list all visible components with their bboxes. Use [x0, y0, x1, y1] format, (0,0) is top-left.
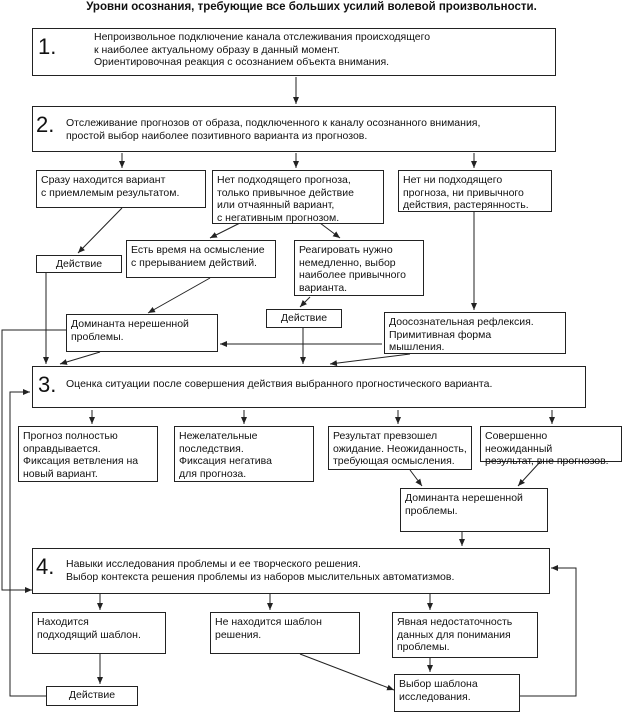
level-1-box	[32, 28, 556, 76]
unexpected-box: Совершенно неожиданный результат, вне пр…	[480, 426, 622, 467]
arrow-noforecast-to-time	[209, 222, 241, 239]
action-box-3: Действие	[46, 686, 138, 706]
level-4-box	[32, 548, 550, 594]
level-3-box	[32, 366, 586, 408]
forecast-justified-box: Прогноз полностью оправдывается. Фиксаци…	[18, 426, 158, 482]
branch-no-forecast-box: Нет подходящего прогноза, только привычн…	[212, 170, 384, 224]
loop-dominant-to-l4	[1, 329, 66, 593]
diagram-title: Уровни осознания, требующие все больших …	[86, 1, 537, 13]
loop-research-to-l4	[520, 565, 577, 697]
level-2-number: 2.	[36, 112, 55, 137]
branch-found-box: Сразу находится вариант с приемлемым рез…	[36, 170, 206, 208]
dominant-box-1: Доминанта нерешенной проблемы.	[66, 314, 218, 352]
insufficient-data-box: Явная недостаточность данных для пониман…	[392, 612, 538, 658]
template-not-found-box: Не находится шаблон решения.	[210, 612, 360, 654]
arrow-dominant-to-l3	[59, 351, 101, 365]
undesirable-box: Нежелательные последствия. Фиксация нега…	[174, 426, 314, 482]
react-now-box: Реагировать нужно немедленно, выбор наиб…	[294, 240, 424, 296]
exceeded-box: Результат превзошел ожидание. Неожиданно…	[328, 426, 472, 470]
loop-action3-to-l3	[9, 389, 46, 697]
arrow-time-to-dominant	[147, 277, 211, 314]
branch-confusion-box: Нет ни подходящего прогноза, ни привычно…	[398, 170, 552, 212]
template-found-box: Находится подходящий шаблон.	[32, 612, 166, 654]
arrow-reflex-to-l3	[329, 353, 411, 367]
arrow-unexpected-to-dominant2	[517, 461, 541, 487]
level-2-text: Отслеживание прогнозов от образа, подклю…	[66, 117, 481, 142]
level-1-text: Непроизвольное подключение канала отслеж…	[94, 31, 431, 68]
level-1-number: 1.	[38, 34, 57, 59]
level-2-box	[32, 106, 556, 152]
level-4-number: 4.	[36, 554, 55, 579]
arrow-notfound-to-research	[299, 653, 395, 691]
action-box-1: Действие	[36, 255, 122, 273]
research-template-box: Выбор шаблона исследования.	[394, 674, 520, 712]
time-to-think-box: Есть время на осмысление с прерыванием д…	[126, 240, 276, 278]
level-4-text: Навыки исследования проблемы и ее творче…	[66, 558, 455, 583]
arrow-exceeded-to-dominant2	[409, 469, 423, 487]
level-3-text: Оценка ситуации после совершения действи…	[66, 378, 493, 390]
arrow-noforecast-to-react	[319, 222, 341, 239]
arrow-found-to-action	[77, 207, 123, 254]
reflex-box: Доосознательная рефлексия. Примитивная ф…	[384, 312, 566, 354]
dominant-box-2: Доминанта нерешенной проблемы.	[400, 488, 548, 532]
action-box-2: Действие	[266, 309, 342, 328]
level-3-number: 3.	[38, 372, 57, 397]
arrow-react-to-action	[299, 296, 311, 308]
